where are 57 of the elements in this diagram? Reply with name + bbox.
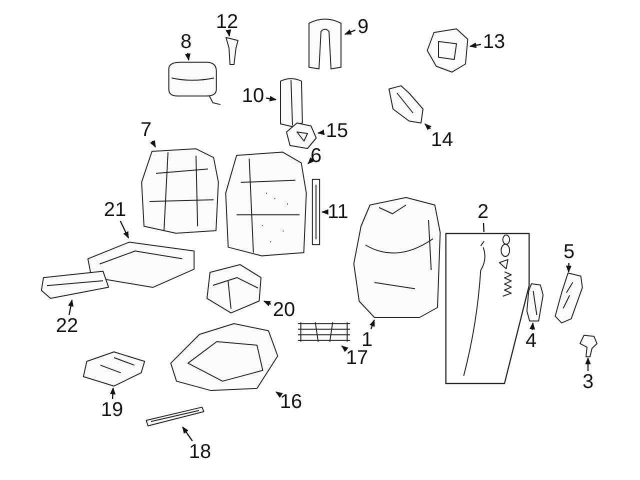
callout-number: 12 [216,12,238,32]
trim-cover-drawing [526,283,544,323]
guide-bracket-drawing [283,120,318,150]
callout-number: 19 [100,400,124,420]
callout-number: 3 [582,372,594,392]
seat-back-panel-drawing [352,195,442,320]
callout-number: 15 [326,121,348,141]
callout-number: 10 [242,86,264,106]
callout-number: 7 [140,120,152,140]
callout-number: 20 [272,300,296,320]
leader-line [120,220,130,239]
leader-line [184,52,190,61]
callout-number: 14 [430,130,454,150]
callout-number: 8 [180,32,192,52]
callout-number: 13 [482,32,506,52]
seat-pan-drawing [80,350,148,388]
leader-line [585,357,591,371]
leader-line [344,29,356,35]
backrest-pad-drawing [224,150,308,258]
leader-line [341,346,348,352]
rod-drawing [145,405,205,427]
leader-line [469,42,481,48]
callout-number: 4 [525,331,537,351]
leader-line [68,299,74,316]
leader-line [482,222,484,232]
leader-line [226,29,232,37]
cushion-pad-drawing [204,262,264,314]
callout-number: 2 [477,202,489,222]
leader-line [566,262,572,273]
callout-number: 22 [56,316,78,336]
leader-line [529,322,536,330]
pad-drawing [40,268,110,300]
callout-number: 21 [104,200,126,220]
callout-number: 1 [361,330,373,350]
callout-number: 6 [310,146,322,166]
callout-number: 11 [328,202,348,222]
bracket-drawing [425,28,470,73]
callout-number: 16 [280,392,302,412]
callout-number: 5 [563,242,575,262]
leader-line [182,426,193,442]
callout-number: 9 [357,17,369,37]
leader-line [276,392,283,398]
leader-line [317,130,325,136]
callout-number: 18 [188,442,212,462]
callout-number: 17 [346,348,368,368]
leader-line [370,319,375,330]
leader-line [150,140,156,148]
leader-line [424,123,432,130]
leader-line [110,387,116,400]
trim-strip-drawing [310,178,322,246]
backrest-cover-drawing [140,147,220,235]
leader-line [263,300,272,306]
side-trim-drawing [552,272,584,324]
leader-line [321,209,328,215]
latch-part-drawing [578,334,598,358]
leader-line [266,96,277,102]
leader-line [308,157,314,164]
